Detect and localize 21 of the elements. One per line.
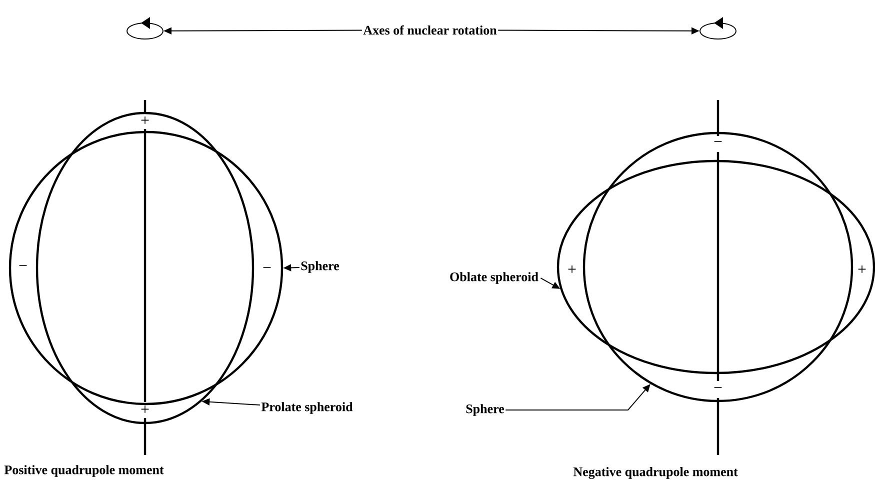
- part-label: Prolate spheroid: [261, 402, 353, 414]
- charge-sign: −: [714, 141, 722, 142]
- charge-sign: +: [141, 116, 149, 124]
- spheroid-outline: [36, 112, 254, 424]
- rotation-icon: [700, 17, 736, 40]
- part-label: Sphere: [466, 404, 504, 416]
- title-label: Axes of nuclear rotation: [363, 25, 497, 35]
- charge-sign: −: [714, 387, 722, 388]
- spheroid-outline: [556, 160, 875, 374]
- charge-sign: +: [568, 265, 576, 273]
- leader-line: [505, 384, 650, 410]
- caption-label: Negative quadrupole moment: [573, 467, 738, 479]
- part-label: Oblate spheroid: [450, 272, 538, 284]
- rotation-icon: [126, 17, 164, 40]
- charge-sign: +: [858, 265, 866, 273]
- sphere-outline: [582, 132, 854, 402]
- part-label: Sphere: [301, 261, 340, 273]
- charge-sign: −: [19, 265, 27, 266]
- caption-label: Positive quadrupole moment: [4, 465, 164, 477]
- charge-sign: +: [141, 405, 149, 413]
- charge-sign: −: [263, 267, 271, 268]
